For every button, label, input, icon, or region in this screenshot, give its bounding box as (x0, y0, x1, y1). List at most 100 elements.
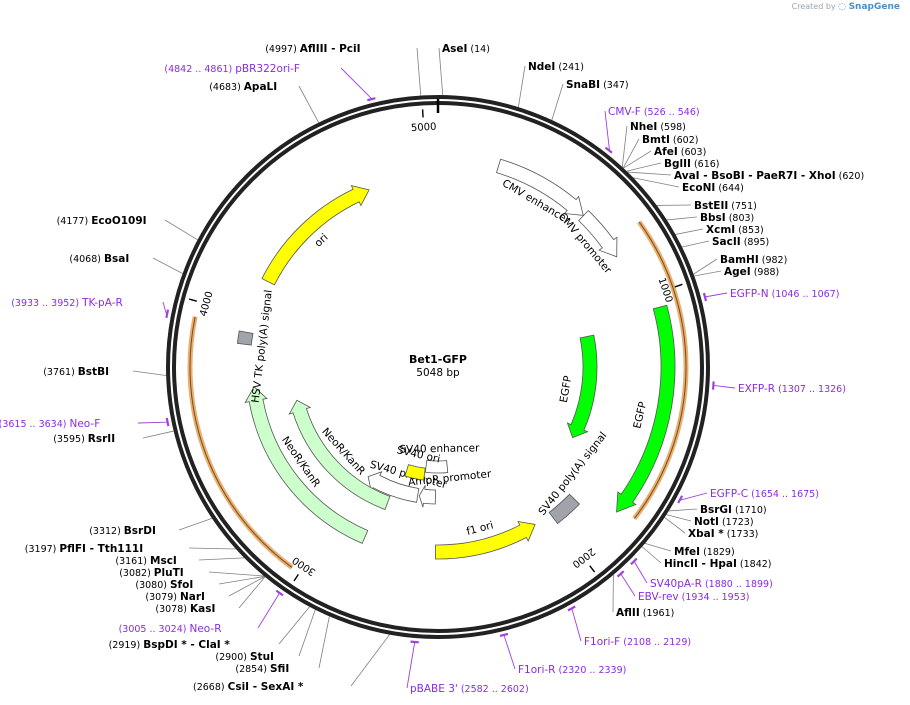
site-name: NotI (694, 516, 719, 528)
site-name: SfoI (170, 579, 193, 591)
site-name: - SexAI * (249, 681, 304, 693)
feature-egfp (566, 334, 598, 439)
site-position: (2900) (215, 652, 250, 663)
primer-range: (3615 .. 3634) (0, 419, 69, 430)
site-position: (1842) (737, 559, 772, 570)
site-leader-line (668, 508, 698, 512)
site-name: - PciI (327, 43, 360, 55)
site-leader-line (644, 543, 672, 552)
primer-mark (165, 309, 170, 318)
site-leader-line (198, 557, 245, 561)
primer-label: (3005 .. 3024) Neo-R (119, 623, 222, 635)
primer-name: Neo-F (69, 418, 100, 430)
site-name: AgeI (724, 266, 751, 278)
site-leader-line (627, 171, 672, 176)
primer-mark (567, 605, 576, 612)
feature-sv40-poly-a-signal (548, 493, 581, 525)
restriction-site-label: (4177) EcoO109I (57, 215, 147, 227)
site-leader-line (438, 47, 444, 96)
primer-name: EXFP-R (738, 383, 775, 395)
restriction-site-label: HincII - HpaI (1842) (664, 558, 771, 570)
site-name: StuI (250, 651, 274, 663)
primer-label: SV40pA-R (1880 .. 1899) (650, 578, 773, 590)
site-leader-line (132, 370, 167, 376)
site-name: EcoNI (682, 182, 715, 194)
site-leader-line (416, 47, 422, 96)
site-leader-line (238, 576, 266, 609)
primer-leader-line (680, 492, 708, 501)
feature-cmv-promoter (578, 209, 618, 258)
primer-range: (3933 .. 3952) (11, 298, 82, 309)
primer-name: SV40pA-R (650, 578, 702, 590)
plasmid-name: Bet1-GFP (409, 353, 467, 366)
restriction-site-label: (3079) NarI (145, 591, 205, 603)
primer-name: CMV-F (608, 106, 641, 118)
coverage-band-core (633, 221, 687, 519)
primer-leader-line (634, 561, 648, 584)
feature-sv40-promoter (367, 471, 420, 503)
backbone-outer-ring (166, 95, 710, 639)
tick-label: 3000 (291, 554, 318, 577)
primer-name: pBR322ori-F (235, 63, 300, 75)
restriction-site-label: BamHI (982) (720, 254, 787, 266)
primer-name: EGFP-N (730, 288, 769, 300)
site-name: RsrII (88, 433, 115, 445)
primer-mark (604, 146, 613, 154)
site-leader-line (633, 177, 680, 188)
site-name: BglII (664, 158, 691, 170)
site-leader-line (298, 85, 319, 123)
primer-mark (367, 97, 376, 102)
primer-label: EGFP-N (1046 .. 1067) (730, 288, 839, 300)
site-leader-line (188, 547, 236, 550)
restriction-site-label: (3082) PluTI (119, 567, 183, 579)
primer-mark (702, 292, 708, 302)
primer-leader-line (503, 635, 516, 670)
site-leader-line (622, 138, 640, 169)
site-name: KasI (190, 603, 215, 615)
primer-range: (2320 .. 2339) (555, 665, 626, 676)
feature-egfp (616, 304, 676, 513)
site-name: SacII (712, 236, 741, 248)
site-name: BmtI (642, 134, 670, 146)
primer-range: (526 .. 546) (641, 107, 700, 118)
site-position: (1710) (732, 505, 767, 516)
site-leader-line (666, 514, 692, 522)
primer-mark (677, 495, 684, 504)
site-name: BsrDI (124, 525, 156, 537)
primer-name: Neo-R (189, 623, 221, 635)
site-name: ApaLI (244, 81, 277, 93)
restriction-site-label: BmtI (602) (642, 134, 698, 146)
site-name: AflIII (300, 43, 328, 55)
site-leader-line (152, 257, 183, 274)
site-position: (3312) (89, 526, 124, 537)
primer-mark (711, 381, 715, 390)
site-name: EcoO109I (91, 215, 146, 227)
site-leader-line (517, 65, 526, 108)
primer-label: F1ori-F (2108 .. 2129) (584, 636, 691, 648)
primer-name: EBV-rev (638, 591, 679, 603)
primer-leader-line (571, 609, 582, 642)
site-position: (241) (555, 62, 584, 73)
restriction-site-label: BsrGI (1710) (700, 504, 767, 516)
site-name: BsaI (104, 253, 129, 265)
feature-ampr-promoter (418, 485, 436, 508)
site-leader-line (178, 517, 213, 531)
site-position: (3082) (119, 568, 154, 579)
site-position: (3595) (53, 434, 88, 445)
site-position: (3078) (155, 604, 190, 615)
tick-label: 5000 (411, 122, 437, 135)
site-position: (616) (691, 159, 720, 170)
primer-range: (2582 .. 2602) (458, 684, 529, 695)
primer-range: (3005 .. 3024) (119, 624, 190, 635)
plasmid-size: 5048 bp (416, 367, 460, 379)
restriction-site-label: BstEII (751) (694, 200, 757, 212)
primer-label: EXFP-R (1307 .. 1326) (738, 383, 846, 395)
primer-range: (1046 .. 1067) (769, 289, 840, 300)
leader-lines (132, 47, 736, 689)
site-leader-line (675, 228, 704, 235)
site-leader-line (142, 430, 174, 439)
primer-label: pBABE 3' (2582 .. 2602) (410, 683, 529, 695)
restriction-site-label: NdeI (241) (528, 61, 584, 73)
primer-mark (165, 417, 170, 427)
